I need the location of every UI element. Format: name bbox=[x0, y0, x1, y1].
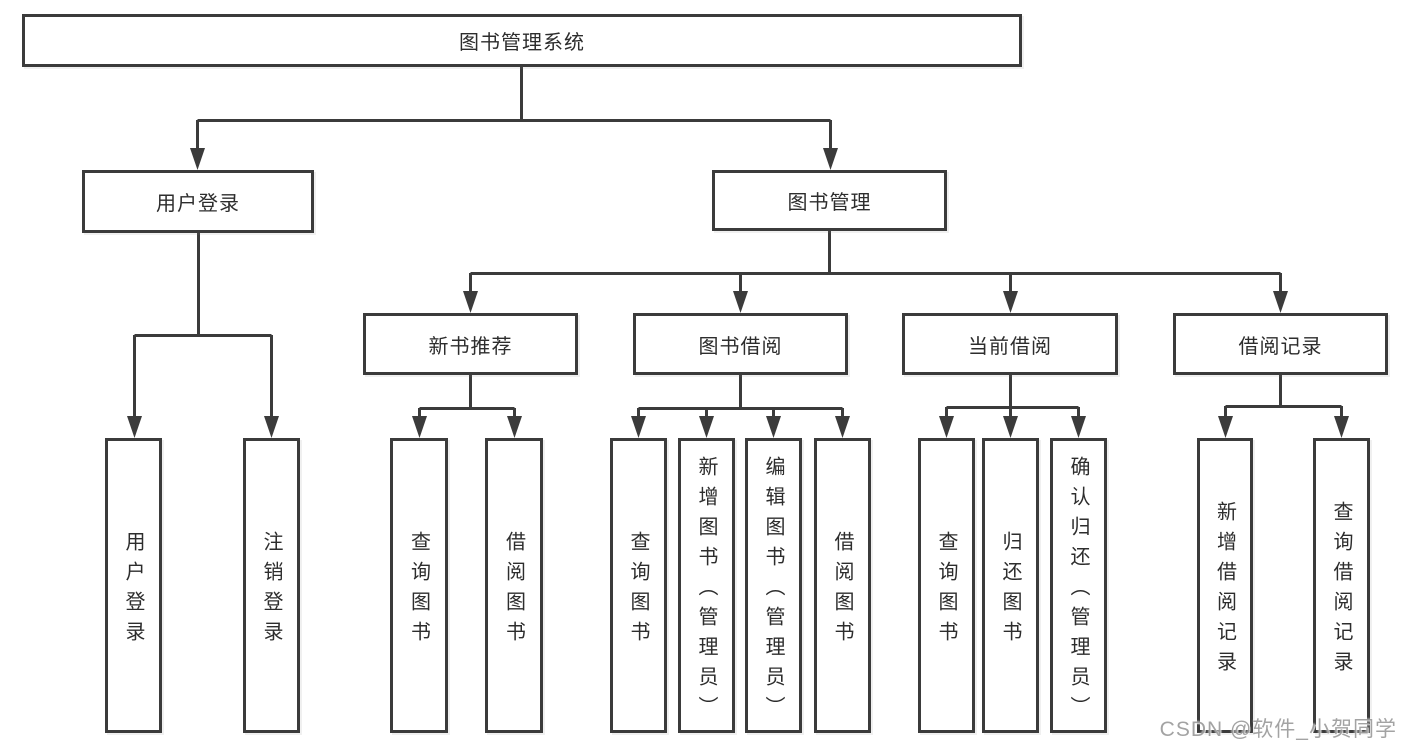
arrow-down-icon bbox=[1003, 416, 1018, 438]
node-label: 查询图书 bbox=[407, 530, 430, 651]
arrow-down-icon bbox=[631, 416, 646, 438]
node-book-borrow: 图书借阅 bbox=[633, 313, 848, 375]
node-label: 借阅图书 bbox=[831, 530, 853, 651]
connector-management-to-level3 bbox=[463, 230, 1288, 313]
connector-login-to-children bbox=[127, 233, 279, 438]
node-label: 新书推荐 bbox=[428, 335, 513, 358]
leaf-confirm-return-admin: 确认归还（管理员） bbox=[1050, 438, 1107, 733]
node-label: 用户登录 bbox=[122, 530, 144, 651]
connector-recommend-to-children bbox=[412, 375, 522, 438]
node-label: 借阅记录 bbox=[1238, 335, 1323, 358]
leaf-logout: 注销登录 bbox=[243, 438, 300, 733]
node-label: 归还图书 bbox=[999, 530, 1021, 651]
node-label: 新增图书（管理员） bbox=[695, 455, 717, 726]
leaf-borrow-book-recommend: 借阅图书 bbox=[485, 438, 543, 733]
arrow-down-icon bbox=[1334, 416, 1349, 438]
node-book-management: 图书管理 bbox=[712, 170, 947, 231]
node-label: 图书管理系统 bbox=[459, 32, 585, 54]
node-label: 查询图书 bbox=[935, 530, 957, 651]
arrow-down-icon bbox=[1273, 291, 1288, 313]
leaf-add-borrow-record: 新增借阅记录 bbox=[1197, 438, 1253, 733]
leaf-query-book-borrow: 查询图书 bbox=[610, 438, 667, 733]
node-borrow-records: 借阅记录 bbox=[1173, 313, 1388, 375]
leaf-query-book-recommend: 查询图书 bbox=[390, 438, 448, 733]
arrow-down-icon bbox=[835, 416, 850, 438]
node-label: 用户登录 bbox=[156, 193, 240, 215]
node-label: 注销登录 bbox=[260, 530, 282, 651]
node-label: 查询图书 bbox=[627, 530, 649, 651]
node-label: 当前借阅 bbox=[968, 335, 1052, 358]
node-label: 查询借阅记录 bbox=[1330, 500, 1352, 681]
node-label: 图书管理 bbox=[787, 192, 872, 214]
leaf-edit-book-admin: 编辑图书（管理员） bbox=[745, 438, 802, 733]
arrow-down-icon bbox=[1071, 416, 1086, 438]
leaf-add-book-admin: 新增图书（管理员） bbox=[678, 438, 735, 733]
leaf-query-book-current: 查询图书 bbox=[918, 438, 975, 733]
arrow-down-icon bbox=[507, 416, 522, 438]
node-current-borrow: 当前借阅 bbox=[902, 313, 1118, 375]
arrow-down-icon bbox=[412, 416, 427, 438]
connector-borrow-to-children bbox=[631, 375, 850, 438]
leaf-query-borrow-record: 查询借阅记录 bbox=[1313, 438, 1370, 733]
node-label: 新增借阅记录 bbox=[1213, 500, 1236, 681]
arrow-down-icon bbox=[1218, 416, 1233, 438]
connector-records-to-children bbox=[1218, 375, 1349, 438]
arrow-down-icon bbox=[463, 291, 478, 313]
node-label: 确认归还（管理员） bbox=[1067, 455, 1089, 726]
leaf-user-login: 用户登录 bbox=[105, 438, 162, 733]
arrow-down-icon bbox=[823, 148, 838, 170]
node-new-book-recommend: 新书推荐 bbox=[363, 313, 578, 375]
arrow-down-icon bbox=[127, 416, 142, 438]
connector-current-to-children bbox=[939, 375, 1086, 438]
arrow-down-icon bbox=[766, 416, 781, 438]
connector-root-to-level2 bbox=[190, 67, 838, 170]
leaf-borrow-book: 借阅图书 bbox=[814, 438, 871, 733]
node-label: 借阅图书 bbox=[502, 530, 525, 651]
arrow-down-icon bbox=[733, 291, 748, 313]
node-user-login: 用户登录 bbox=[82, 170, 314, 233]
arrow-down-icon bbox=[699, 416, 714, 438]
arrow-down-icon bbox=[1003, 291, 1018, 313]
node-label: 编辑图书（管理员） bbox=[762, 455, 784, 726]
arrow-down-icon bbox=[939, 416, 954, 438]
leaf-return-book: 归还图书 bbox=[982, 438, 1039, 733]
node-library-management-system: 图书管理系统 bbox=[22, 14, 1022, 67]
arrow-down-icon bbox=[190, 148, 205, 170]
arrow-down-icon bbox=[264, 416, 279, 438]
node-label: 图书借阅 bbox=[698, 335, 783, 358]
